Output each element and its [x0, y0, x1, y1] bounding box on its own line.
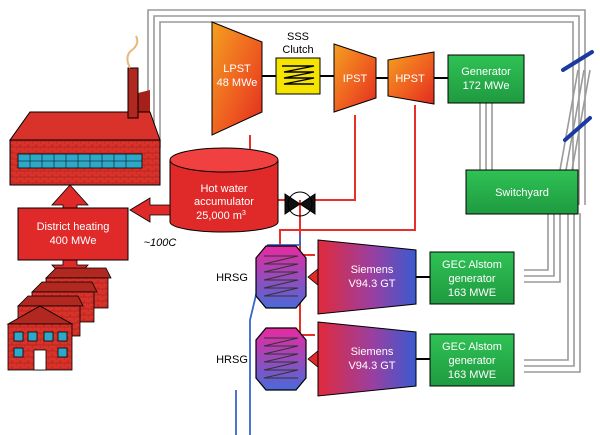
gt-generator-1-rating: 163 MWE — [448, 287, 496, 299]
gt-generator-2-label-line2: generator — [448, 355, 495, 367]
main-generator — [447, 54, 525, 104]
hrsg-2-label: HRSG — [216, 354, 248, 366]
accumulator-label-line2: accumulator — [194, 196, 254, 208]
gt-generator-1 — [429, 251, 515, 305]
gas-turbine-1-label-line1: Siemens — [351, 264, 394, 276]
hrsg-1 — [255, 245, 307, 309]
houses-icon — [6, 267, 112, 371]
ipst-label: IPST — [343, 73, 368, 85]
gas-turbine-2-label-line2: V94.3 GT — [348, 360, 395, 372]
generator-label: Generator — [461, 66, 511, 78]
accumulator-capacity: 25,000 m3 — [196, 210, 246, 222]
lpst-label: LPST — [223, 63, 251, 75]
district-heating-box — [17, 207, 129, 261]
power-lines — [147, 9, 591, 373]
smoke-icon — [126, 35, 139, 69]
water-pipe — [235, 235, 301, 435]
accumulator-label-line1: Hot water — [200, 183, 247, 195]
lpst-rating: 48 MWe — [217, 77, 258, 89]
valve-icon — [284, 191, 316, 217]
gas-turbine-2-label-line1: Siemens — [351, 346, 394, 358]
transmission-tower-icon — [561, 50, 594, 142]
hrsg-1-label: HRSG — [216, 272, 248, 284]
switchyard-label: Switchyard — [495, 187, 549, 199]
hpst-label: HPST — [395, 73, 425, 85]
gt-generator-2-label-line1: GEC Alstom — [442, 341, 502, 353]
hot-water-accumulator — [169, 147, 279, 233]
factory-building — [9, 35, 161, 186]
district-heating-rating: 400 MWe — [50, 235, 97, 247]
lpst-turbine — [211, 21, 263, 136]
gas-turbine-1-label-line2: V94.3 GT — [348, 278, 395, 290]
gt-generator-1-label-line2: generator — [448, 273, 495, 285]
gt-generator-1-label-line1: GEC Alstom — [442, 259, 502, 271]
switchyard — [465, 169, 579, 215]
hrsg-2 — [255, 327, 307, 391]
gt-generator-2-rating: 163 MWE — [448, 369, 496, 381]
clutch-spring-icon — [282, 65, 315, 85]
district-heating-label-line1: District heating — [37, 221, 110, 233]
gt-generator-2 — [429, 333, 515, 387]
gas-turbine-2 — [317, 321, 417, 397]
sss-clutch — [275, 57, 321, 95]
generator-rating: 172 MWe — [463, 80, 510, 92]
clutch-label-line2: Clutch — [282, 44, 313, 56]
ipst-turbine — [333, 43, 377, 113]
clutch-label-line1: SSS — [287, 31, 309, 43]
hpst-turbine — [387, 51, 435, 105]
gas-turbine-1 — [317, 239, 417, 315]
temperature-label: ~100C — [144, 237, 177, 249]
